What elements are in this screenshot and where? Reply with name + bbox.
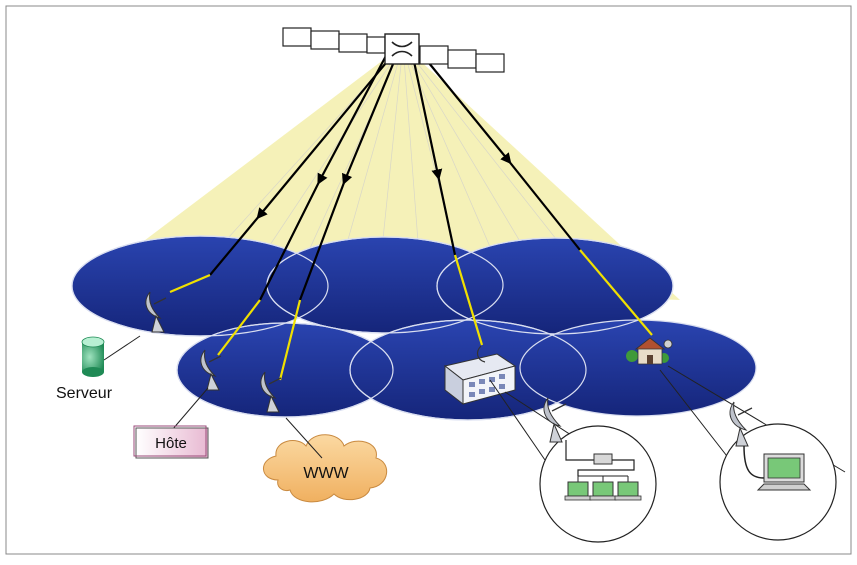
www-cloud xyxy=(263,434,387,503)
office-building-icon xyxy=(443,345,517,406)
house-icon xyxy=(626,337,673,365)
home-inset xyxy=(719,401,837,541)
server-link xyxy=(103,335,141,361)
satellite-dish-icon xyxy=(200,349,222,391)
satellite-icon xyxy=(282,27,505,73)
lan-inset xyxy=(539,397,657,543)
signal-arrow-continuations xyxy=(209,159,581,301)
uplink-lines xyxy=(169,249,653,381)
page-border xyxy=(5,5,852,555)
host-label: Hôte xyxy=(155,435,187,452)
coverage-cells-upper xyxy=(71,235,674,337)
www-link xyxy=(285,417,323,459)
host-box-shadow xyxy=(133,425,207,457)
database-cylinder-icon xyxy=(81,336,105,377)
computer-terminal-icon xyxy=(589,481,617,501)
signal-arrows xyxy=(256,46,512,220)
satellite-dish-icon xyxy=(260,371,282,413)
computer-terminal-icon xyxy=(614,481,642,501)
computer-terminal-icon xyxy=(564,481,592,501)
satellite-dish-icon xyxy=(145,291,167,333)
server-label: Serveur xyxy=(56,385,113,402)
host-link xyxy=(171,387,209,431)
www-label: WWW xyxy=(303,465,349,482)
cell-overlap-outlines xyxy=(71,235,674,421)
host-box xyxy=(135,427,209,459)
computer-terminal-icon xyxy=(756,453,812,491)
satellite-dish-icon xyxy=(543,397,567,443)
satellite-dish-icon xyxy=(729,401,753,447)
router-icon xyxy=(593,453,613,465)
